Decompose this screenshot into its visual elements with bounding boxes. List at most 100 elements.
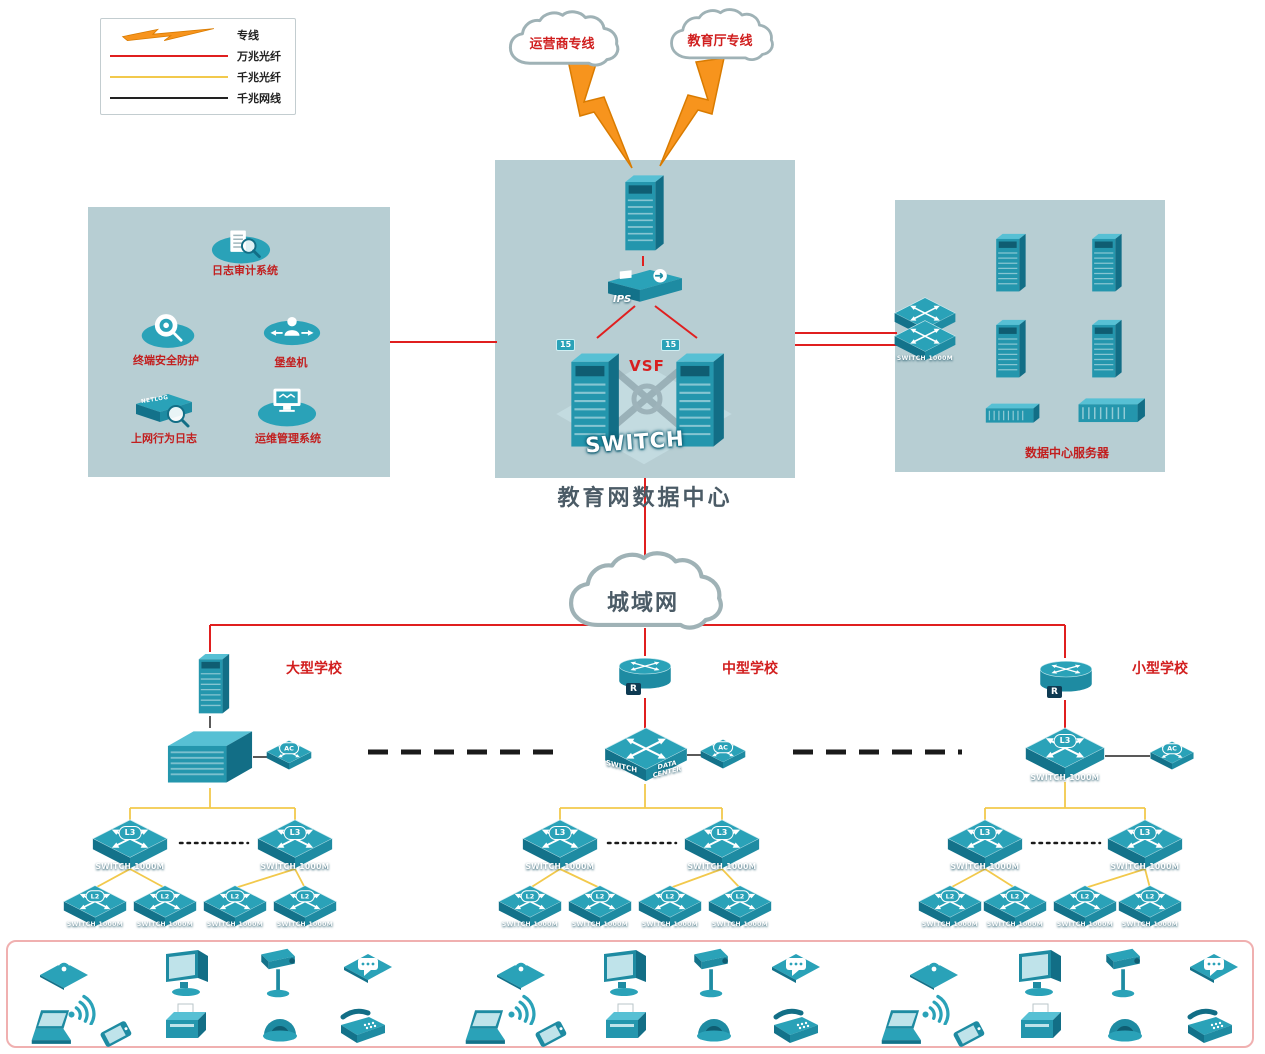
legend-label: 千兆光纤	[237, 71, 281, 85]
lightning-bolt-education	[659, 57, 725, 167]
ip-camera-icon	[255, 945, 303, 1001]
ac-badge: AC	[279, 742, 299, 754]
vsf-switch-1: 15	[556, 335, 623, 463]
cloud-carrier: 运营商专线	[487, 8, 637, 74]
ops-management-icon	[256, 384, 318, 428]
im-chat-icon	[342, 950, 394, 990]
switch-front-label: SWITCH 1000M	[687, 862, 757, 871]
medium-school-core-switch: SWITCH DATA CENTER	[604, 727, 688, 782]
server-tower	[1084, 230, 1126, 294]
ips-label: IPS	[613, 294, 632, 305]
large-school-core-switch	[164, 724, 256, 788]
switch-front-label: SWITCH 1000M	[1030, 773, 1100, 782]
l2-badge: L2	[85, 890, 105, 903]
red-line-swatch	[109, 54, 229, 57]
switch-front-label: SWITCH 1000M	[1121, 921, 1179, 928]
bastion-host-label: 堡垒机	[274, 356, 308, 369]
l3-switch: L3 SWITCH 1000M	[684, 819, 760, 871]
printer-icon	[158, 1002, 210, 1048]
l3-switch: L3 SWITCH 1000M	[522, 819, 598, 871]
l2-badge: L2	[225, 890, 245, 903]
endpoint-devices-panel	[6, 940, 1254, 1048]
black-line-swatch	[109, 97, 229, 100]
netlog-icon: NETLOG	[132, 386, 196, 430]
smartphone-icon	[948, 1015, 992, 1053]
server-tower	[988, 316, 1030, 380]
l2-badge: L2	[1005, 890, 1025, 903]
small-school-core-switch: L3 SWITCH 1000M	[1025, 727, 1105, 782]
l2-switch: L2 SWITCH 1000M	[498, 885, 562, 928]
desktop-computer-icon	[1013, 948, 1069, 998]
lightning-bolt-carrier	[567, 59, 633, 169]
l2-badge: L2	[155, 890, 175, 903]
lightning-icon	[109, 27, 229, 43]
l2-badge: L2	[660, 890, 680, 903]
l2-badge: L2	[940, 890, 960, 903]
switch-front-label: SWITCH 1000M	[641, 921, 699, 928]
cloud-education-label: 教育厅专线	[687, 33, 753, 49]
rack-server	[982, 400, 1042, 425]
core-firewall	[617, 167, 667, 257]
im-chat-icon	[770, 950, 822, 990]
legend-item-10g-fiber: 万兆光纤	[109, 48, 287, 64]
server-tower	[1084, 316, 1126, 380]
l3-switch: L3 SWITCH 1000M	[92, 819, 168, 871]
terminal-security-label: 终端安全防护	[133, 354, 199, 367]
laptop-icon	[462, 1008, 518, 1048]
l3-badge: L3	[710, 825, 734, 840]
printer-icon	[1013, 1002, 1065, 1048]
l3-badge: L3	[973, 825, 997, 840]
terminal-security-icon	[138, 308, 198, 352]
dome-camera-icon	[692, 1005, 736, 1049]
laptop-icon	[28, 1008, 84, 1048]
l2-switch: L2 SWITCH 1000M	[708, 885, 772, 928]
stack-number-tag: 15	[556, 339, 576, 351]
medium-school-router: R	[617, 651, 673, 697]
l3-switch: L3 SWITCH 1000M	[257, 819, 333, 871]
l2-badge: L2	[590, 890, 610, 903]
im-chat-icon	[1188, 950, 1240, 990]
medium-school-label: 中型学校	[722, 661, 778, 677]
l3-switch: L3 SWITCH 1000M	[1107, 819, 1183, 871]
switch-front-label: SWITCH 1000M	[896, 355, 954, 362]
stack-number-tag: 15	[661, 339, 681, 351]
l3-badge: L3	[1133, 825, 1157, 840]
l2-switch: L2 SWITCH 1000M	[983, 885, 1047, 928]
cloud-man: 城域网	[538, 548, 748, 640]
switch-front-label: SWITCH 1000M	[206, 921, 264, 928]
switch-front-label: SWITCH 1000M	[950, 862, 1020, 871]
switch-front-label: SWITCH 1000M	[1056, 921, 1114, 928]
l2-badge: L2	[1140, 890, 1160, 903]
l2-badge: L2	[730, 890, 750, 903]
desk-phone-icon	[335, 1008, 391, 1050]
cloud-carrier-label: 运营商专线	[529, 37, 595, 53]
ac-badge: AC	[1162, 743, 1182, 755]
l2-badge: L2	[1075, 890, 1095, 903]
switch-front-label: SWITCH 1000M	[501, 921, 559, 928]
ips-device: IPS	[603, 263, 687, 307]
switch-front-label: SWITCH 1000M	[921, 921, 979, 928]
large-school-label: 大型学校	[286, 661, 342, 677]
smartphone-icon	[530, 1015, 574, 1053]
desk-phone-icon	[768, 1008, 824, 1050]
legend-item-1g-fiber: 千兆光纤	[109, 69, 287, 85]
legend-label: 专线	[237, 28, 259, 42]
legend: 专线 万兆光纤 千兆光纤 千兆网线	[100, 18, 296, 115]
l2-switch: L2 SWITCH 1000M	[1118, 885, 1182, 928]
cloud-education: 教育厅专线	[645, 6, 795, 68]
smartphone-icon	[95, 1015, 139, 1053]
rack-server	[1074, 394, 1148, 425]
ops-management-label: 运维管理系统	[255, 432, 321, 445]
bastion-host-icon	[262, 312, 322, 350]
log-audit-icon	[210, 226, 272, 266]
wireless-controller: AC	[700, 739, 746, 769]
printer-icon	[598, 1002, 650, 1048]
legend-label: 千兆网线	[237, 92, 281, 106]
l2-switch: L2 SWITCH 1000M	[568, 885, 632, 928]
server-tower	[988, 230, 1030, 294]
l2-switch: L2 SWITCH 1000M	[1053, 885, 1117, 928]
laptop-icon	[878, 1008, 934, 1048]
ip-camera-icon	[1100, 945, 1148, 1001]
l3-badge: L3	[1053, 734, 1077, 749]
large-school-gateway	[189, 650, 235, 716]
